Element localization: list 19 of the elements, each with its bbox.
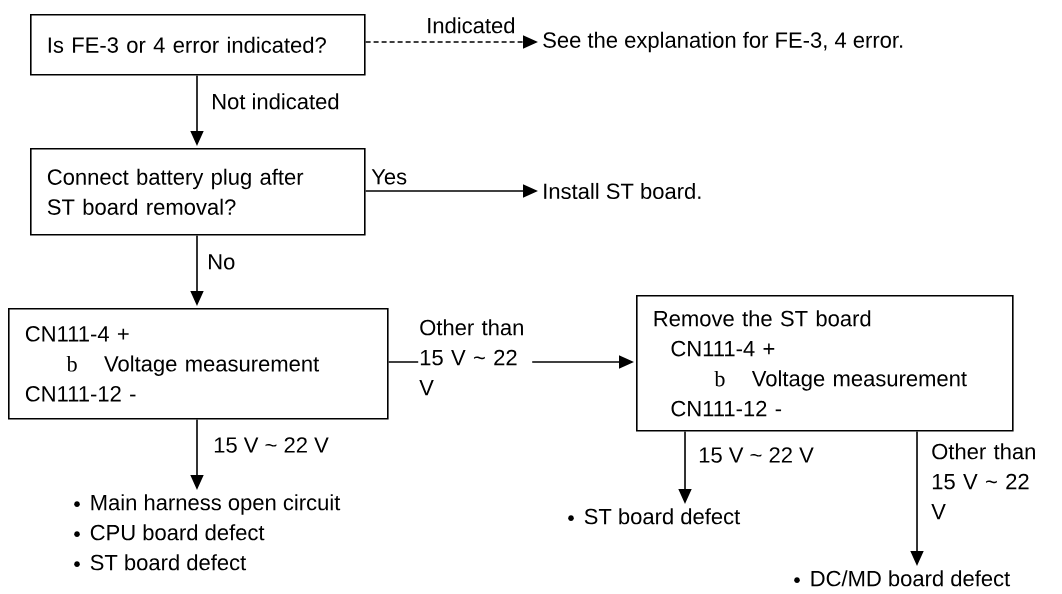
edge-label: 15 V ~ 22 V — [699, 447, 814, 463]
result-text: See the explanation for FE-3, 4 error. — [543, 31, 903, 53]
edge-label: Indicated — [428, 17, 515, 34]
edge-label: Not indicated — [213, 93, 339, 110]
process-box: CN111-4 + b Voltage measurement CN111-12 - — [8, 308, 389, 420]
process-box: Remove the ST board CN111-4 + b Voltage measurement CN111-12 - — [636, 295, 1014, 432]
list-item: CPU board defect — [90, 524, 265, 541]
result-text: Install ST board. — [544, 182, 701, 200]
edge-label: 15 V ~ 22 V — [214, 437, 329, 453]
edge-label: Yes — [371, 169, 407, 185]
edge-label: Other than 15 V ~ 22 V — [419, 319, 523, 396]
edge-label: Other than 15 V ~ 22 V — [931, 443, 1035, 520]
edge-label: No — [209, 254, 235, 270]
list-item: DC/MD board defect — [811, 570, 1011, 587]
process-box: Connect battery plug after ST board removal? — [30, 148, 366, 236]
list-item: ST board defect — [90, 554, 247, 571]
list-item: Main harness open circuit — [91, 494, 341, 515]
list-item: ST board defect — [584, 508, 741, 525]
process-box: Is FE-3 or 4 error indicated? — [30, 14, 366, 76]
